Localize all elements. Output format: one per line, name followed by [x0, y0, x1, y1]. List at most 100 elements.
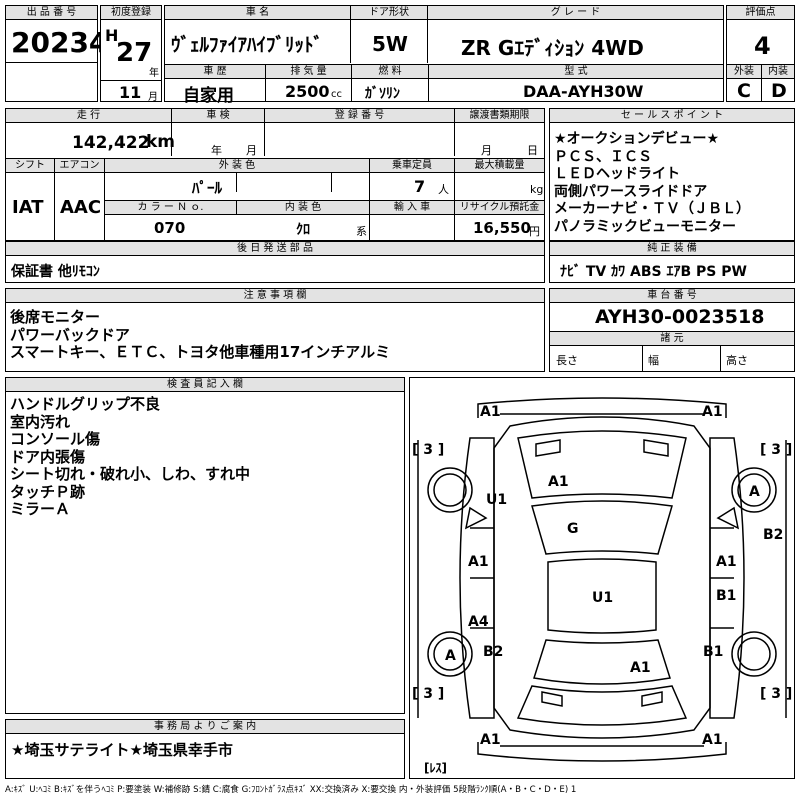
sales-points-block: セ ー ル ス ポ イ ン ト ★オークションデビュー★ ＰＣＳ、ＩＣＳ ＬＥＤ…: [549, 108, 795, 241]
sales-points-list: ★オークションデビュー★ ＰＣＳ、ＩＣＳ ＬＥＤヘッドライト 両側パワースライド…: [554, 131, 750, 236]
history: 自家用: [183, 86, 234, 106]
car-name-header: 車 名: [165, 6, 350, 20]
left-rear-door-mark: A4: [468, 614, 489, 630]
sales-point-item: メーカーナビ・ＴＶ（ＪＢＬ）: [554, 201, 750, 217]
recycle-header: リサイクル預託金: [454, 201, 544, 215]
inspection-month: 月: [246, 144, 257, 157]
sales-point-item: ＬＥＤヘッドライト: [554, 166, 680, 182]
chassis-header: 車 台 番 号: [550, 289, 794, 303]
transfer-day: 日: [527, 144, 538, 157]
back-door-mark: A1: [630, 660, 651, 676]
inspection-header: 車 検: [171, 109, 264, 123]
width-label: 幅: [648, 354, 659, 367]
interior-grade-header: 内装: [761, 65, 794, 79]
shift: IAT: [12, 197, 44, 218]
door-type-header: ドア形状: [350, 6, 427, 20]
right-front-wheel-mark: A: [749, 484, 760, 500]
transfer-month: 月: [481, 144, 492, 157]
lot-number-header: 出 品 番 号: [6, 6, 97, 20]
left-front-door-mark: A1: [468, 554, 489, 570]
right-rear-door-mark: B1: [716, 588, 736, 604]
shift-header: シフト: [6, 159, 54, 173]
side-right-top-mark: [ 3 ]: [760, 442, 792, 458]
car-name: ｳﾞｪﾙﾌｧｲｱﾊｲﾌﾞﾘｯﾄﾞ: [171, 34, 324, 56]
specs-header: 諸 元: [550, 332, 794, 346]
fuel: ｶﾞｿﾘﾝ: [365, 86, 400, 102]
side-right-bottom-mark: [ 3 ]: [760, 686, 792, 702]
inspector-block: 検 査 員 記 入 欄 ハンドルグリップ不良 室内汚れ コンソール傷 ドア内張傷…: [5, 377, 405, 714]
later-items-header: 後 日 発 送 部 品: [6, 242, 544, 256]
inspector-list: ハンドルグリップ不良 室内汚れ コンソール傷 ドア内張傷 シート切れ・破れ小、し…: [10, 395, 251, 519]
kg-unit: kg: [530, 183, 544, 196]
score-cell: 評価点 4 外装 内装 C D: [726, 5, 795, 102]
notes-block: 注 意 事 項 欄 後席モニター パワーバックドア スマートキー、ＥＴＣ、トヨタ…: [5, 288, 545, 372]
right-rear-quarter-mark: B1: [703, 644, 723, 660]
color-header: 外 装 色: [104, 159, 369, 173]
aircon-header: エアコン: [54, 159, 104, 173]
max-load-header: 最大積載量: [454, 159, 544, 173]
interior-grade: D: [771, 80, 787, 102]
people-unit: 人: [438, 183, 449, 196]
inspector-item: コンソール傷: [10, 430, 101, 448]
chassis-block: 車 台 番 号 AYH30-0023518 諸 元 長さ 幅 高さ: [549, 288, 795, 372]
hood-mark: A1: [548, 474, 569, 490]
genuine-equipment-header: 純 正 装 備: [550, 242, 794, 256]
left-rear-quarter-mark: B2: [483, 644, 503, 660]
windshield-mark: G: [567, 521, 579, 537]
lot-number: 20234: [11, 26, 109, 59]
import-header: 輸 入 車: [369, 201, 454, 215]
aircon: AAC: [60, 197, 102, 218]
roof-mark: U1: [592, 590, 613, 606]
year-unit: 年: [149, 68, 159, 79]
note-item: 後席モニター: [10, 308, 101, 326]
sales-point-item: 両側パワースライドドア: [554, 183, 708, 200]
first-registration-header: 初度登録: [101, 6, 161, 20]
km-unit: km: [146, 132, 176, 152]
fuel-header: 燃 料: [351, 65, 428, 79]
int-color-header: 内 装 色: [236, 201, 369, 215]
sales-point-item: ★オークションデビュー★: [554, 131, 720, 147]
reg-number-header: 登 録 番 号: [264, 109, 454, 123]
genuine-equipment: ﾅﾋﾞ TV ｶﾜ ABS ｴｱB PS PW: [560, 264, 747, 280]
chassis-number: AYH30-0023518: [595, 306, 765, 328]
reg-month: 11: [119, 83, 142, 102]
office-header: 事 務 局 よ り ご 案 内: [6, 720, 404, 734]
front-left-bumper-mark: A1: [480, 404, 501, 420]
transfer-header: 譲渡書類期限: [454, 109, 544, 123]
displacement: 2500: [285, 82, 330, 101]
kei-unit: 系: [356, 225, 367, 238]
car-diagram: A1 A1 [ 3 ] [ 3 ] A1 U1 A G B2 A1 A1 U1 …: [409, 377, 795, 779]
rear-right-bumper-mark: A1: [702, 732, 723, 748]
mileage-block: 走 行 車 検 登 録 番 号 譲渡書類期限 142,422 km 年 月 月 …: [5, 108, 545, 241]
first-registration-cell: 初度登録 H 27 年 11 月: [100, 5, 162, 103]
car-diagram-svg: A1 A1 [ 3 ] [ 3 ] A1 U1 A G B2 A1 A1 U1 …: [412, 397, 792, 775]
model-code: DAA-AYH30W: [523, 82, 644, 101]
length-label: 長さ: [556, 354, 578, 367]
sales-point-item: ＰＣＳ、ＩＣＳ: [554, 148, 652, 165]
capacity: 7: [414, 177, 426, 196]
history-header: 車 歴: [165, 65, 265, 79]
genuine-equipment-block: 純 正 装 備 ﾅﾋﾞ TV ｶﾜ ABS ｴｱB PS PW: [549, 241, 795, 283]
inspector-item: ドア内張傷: [10, 447, 86, 466]
inspector-item: シート切れ・破れ小、しわ、すれ中: [10, 465, 251, 483]
cc-unit: cc: [331, 89, 342, 100]
lot-number-cell: 出 品 番 号 20234: [5, 5, 108, 102]
note-item: パワーバックドア: [10, 325, 130, 344]
displacement-header: 排 気 量: [265, 65, 351, 79]
color-number: 070: [154, 219, 186, 237]
inspector-item: ミラーＡ: [10, 500, 71, 518]
score: 4: [754, 32, 771, 60]
grade-header: グ レ ー ド: [427, 6, 723, 20]
front-right-bumper-mark: A1: [702, 404, 723, 420]
body-color: ﾊﾟｰﾙ: [192, 179, 223, 197]
office-note: ★埼玉サテライト★埼玉県幸手市: [11, 741, 233, 759]
left-front-fender-mark: U1: [486, 492, 507, 508]
mileage: 142,422: [72, 133, 150, 153]
inspector-item: タッチＰ跡: [10, 482, 86, 501]
left-rear-wheel-mark: A: [445, 648, 456, 664]
sales-points-header: セ ー ル ス ポ イ ン ト: [550, 109, 794, 123]
right-front-door-mark: A1: [716, 554, 737, 570]
inspection-year: 年: [211, 144, 222, 157]
rear-left-bumper-mark: A1: [480, 732, 501, 748]
recycle-fee: 16,550: [473, 219, 531, 237]
